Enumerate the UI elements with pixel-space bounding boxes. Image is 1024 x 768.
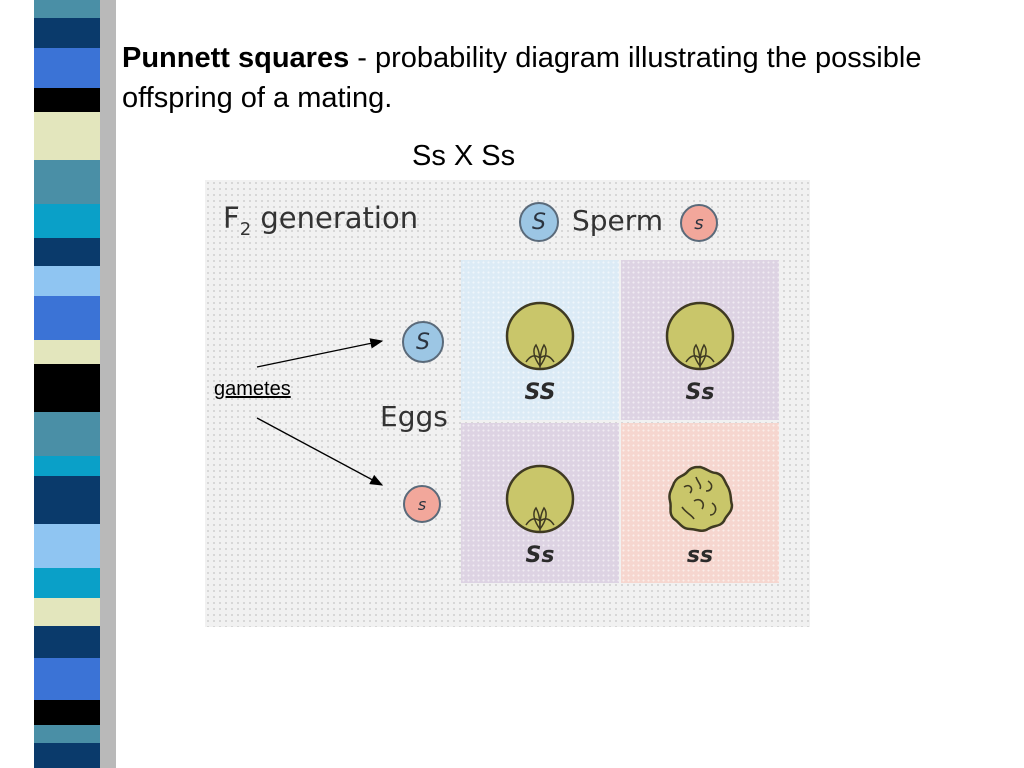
- punnett-cell: ss: [621, 423, 779, 583]
- stripe-block: [34, 0, 100, 18]
- stripe-block: [34, 18, 100, 48]
- stripe-block: [34, 48, 100, 88]
- stripe-block: [34, 296, 100, 340]
- punnett-cell: SS: [461, 260, 619, 420]
- egg-allele-recessive: s: [403, 485, 441, 523]
- punnett-figure: F2 generation S Sperm s S Eggs s SS Ss S…: [205, 180, 810, 627]
- punnett-cell: Ss: [461, 423, 619, 583]
- cell-genotype: Ss: [685, 380, 715, 405]
- stripe-block: [34, 88, 100, 112]
- stripe-block: [34, 266, 100, 296]
- stripe-block: [34, 238, 100, 266]
- egg-allele-dominant: S: [402, 321, 444, 363]
- eggs-label: Eggs: [380, 400, 448, 433]
- stripe-block: [34, 204, 100, 238]
- title-bold: Punnett squares: [122, 42, 350, 74]
- cell-genotype: Ss: [525, 543, 555, 568]
- sperm-allele-dominant: S: [519, 202, 559, 242]
- stripe-block: [34, 568, 100, 598]
- stripe-block: [34, 160, 100, 204]
- smooth-pea-icon: [505, 301, 575, 371]
- slide-title: Punnett squares - probability diagram il…: [122, 38, 982, 118]
- stripe-block: [34, 340, 100, 364]
- stripe-block: [34, 364, 100, 412]
- generation-label: F2 generation: [223, 201, 419, 240]
- stripe-block: [34, 725, 100, 743]
- title-rest: - probability diagram illustrating the p…: [122, 42, 922, 114]
- stripe-block: [34, 456, 100, 476]
- smooth-pea-icon: [665, 301, 735, 371]
- gametes-label: gametes: [214, 378, 291, 400]
- sperm-allele-recessive: s: [680, 204, 718, 242]
- stripe-block: [34, 743, 100, 768]
- cell-genotype: SS: [524, 380, 556, 405]
- smooth-pea-icon: [505, 464, 575, 534]
- stripe-block: [34, 524, 100, 568]
- decorative-stripe-bar: [34, 0, 116, 768]
- stripe-block: [34, 112, 100, 160]
- stripe-block: [34, 626, 100, 658]
- stripe-block: [34, 658, 100, 700]
- stripe-shadow: [100, 0, 116, 768]
- stripe-block: [34, 598, 100, 626]
- cross-label: Ss X Ss: [412, 140, 516, 172]
- cell-genotype: ss: [686, 543, 714, 568]
- stripe-block: [34, 476, 100, 524]
- stripe-block: [34, 700, 100, 725]
- punnett-cell: Ss: [621, 260, 779, 420]
- stripe-block: [34, 412, 100, 456]
- wrinkled-pea-icon: [668, 465, 734, 533]
- sperm-label: Sperm: [572, 204, 664, 237]
